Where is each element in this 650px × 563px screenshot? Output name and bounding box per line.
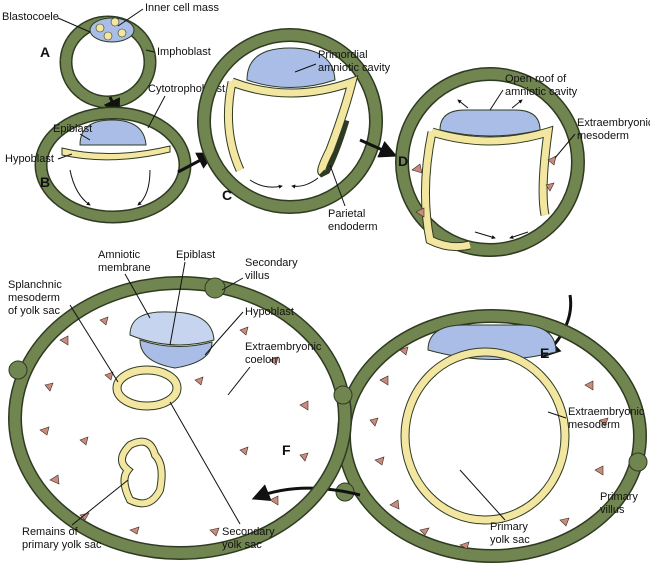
label-epiblast-f: Epiblast <box>176 249 215 261</box>
label-splanchnic-2: mesoderm <box>8 292 60 304</box>
label-primary-villus-2: villus <box>600 504 625 516</box>
label-splanchnic-1: Splanchnic <box>8 279 62 291</box>
label-primary-yolk-sac-1: Primary <box>490 521 528 533</box>
label-secondary-yolk-sac-2: yolk sac <box>222 539 262 551</box>
label-extraembryonic-mesoderm-e-1: Extraembryonic <box>568 406 645 418</box>
label-amniotic-membrane-2: membrane <box>98 262 151 274</box>
panel-b-bilaminar <box>34 106 192 224</box>
label-extraembryonic-mesoderm-d-2: mesoderm <box>577 130 629 142</box>
label-primary-yolk-sac-2: yolk sac <box>490 534 530 546</box>
panel-label-d: D <box>398 153 408 169</box>
panel-label-e: E <box>540 345 549 361</box>
panel-e <box>335 309 648 563</box>
panel-label-f: F <box>282 442 291 458</box>
label-primary-villus-1: Primary <box>600 491 638 503</box>
label-extraembryonic-coelom-2: coelom <box>245 354 280 366</box>
label-primordial-amniotic-cavity-1: Primordial <box>318 49 368 61</box>
label-extraembryonic-coelom-1: Extraembryonic <box>245 341 322 353</box>
label-open-roof-1: Open roof of <box>505 73 567 85</box>
panel-label-a: A <box>40 44 50 60</box>
label-extraembryonic-mesoderm-d-1: Extraembryonic <box>577 117 650 129</box>
panel-label-c: C <box>222 187 232 203</box>
label-secondary-villus-2: villus <box>245 270 270 282</box>
label-primordial-amniotic-cavity-2: amniotic cavity <box>318 62 391 74</box>
label-secondary-yolk-sac-1: Secondary <box>222 526 275 538</box>
label-hypoblast-b: Hypoblast <box>5 153 54 165</box>
panel-d <box>395 67 585 257</box>
panel-c <box>197 28 383 214</box>
label-splanchnic-3: of yolk sac <box>8 305 60 317</box>
label-parietal-endoderm-2: endoderm <box>328 221 378 233</box>
label-extraembryonic-mesoderm-e-2: mesoderm <box>568 419 620 431</box>
label-blastocoele: Blastocoele <box>2 11 59 23</box>
label-remains-1: Remains of <box>22 526 79 538</box>
panel-label-b: B <box>40 174 50 190</box>
label-imphoblast: Imphoblast <box>157 46 211 58</box>
label-open-roof-2: amniotic cavity <box>505 86 578 98</box>
label-secondary-villus-1: Secondary <box>245 257 298 269</box>
label-epiblast-b: Epiblast <box>53 123 92 135</box>
label-parietal-endoderm-1: Parietal <box>328 208 365 220</box>
panel-a-blastocyst <box>59 15 157 109</box>
label-remains-2: primary yolk sac <box>22 539 102 551</box>
panel-f <box>8 276 353 560</box>
label-inner-cell-mass: Inner cell mass <box>145 2 219 14</box>
label-hypoblast-f: Hypoblast <box>245 306 294 318</box>
label-amniotic-membrane-1: Amniotic <box>98 249 141 261</box>
